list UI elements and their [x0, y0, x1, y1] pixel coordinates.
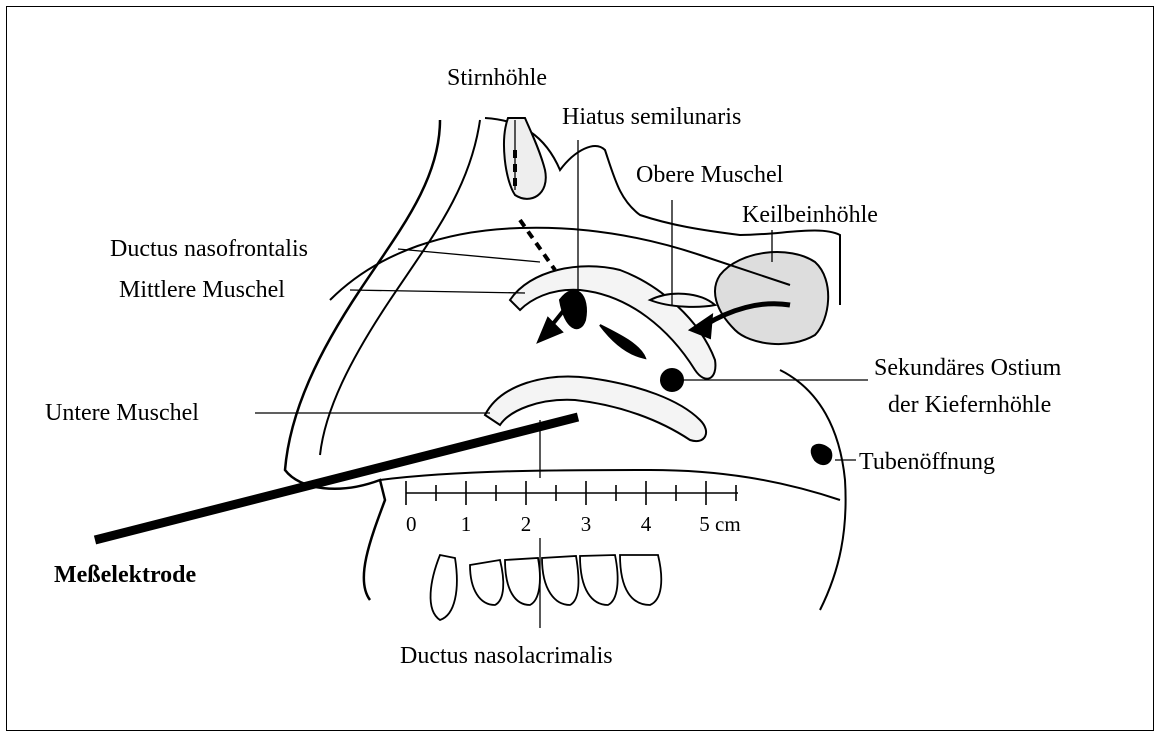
nose-outline — [285, 120, 440, 600]
label-messelektrode: Meßelektrode — [54, 562, 197, 588]
maxillary-ostium — [661, 369, 683, 391]
label-hiatus-semilunaris: Hiatus semilunaris — [562, 104, 741, 130]
label-mittlere-muschel: Mittlere Muschel — [119, 277, 285, 303]
label-obere-muschel: Obere Muschel — [636, 162, 784, 188]
label-keilbeinhoehle: Keilbeinhöhle — [742, 202, 878, 228]
ruler-tick-label: 5 cm — [699, 512, 740, 536]
label-tubenoeffnung: Tubenöffnung — [859, 449, 995, 475]
label-ductus-nasofrontalis: Ductus nasofrontalis — [110, 236, 308, 262]
nasopharynx-wall — [780, 370, 846, 610]
middle-turbinate — [510, 266, 715, 378]
ruler-ticks: 0 1 2 3 4 5 cm — [406, 481, 741, 536]
frontal-sinus — [504, 118, 546, 199]
label-der-kiefernhoehle: der Kiefernhöhle — [888, 392, 1051, 418]
label-stirnhoehle: Stirnhöhle — [447, 65, 547, 91]
anatomy-illustration — [285, 118, 846, 620]
ruler-tick-label: 0 — [406, 512, 417, 536]
tube-opening — [812, 445, 832, 464]
label-untere-muschel: Untere Muschel — [45, 400, 199, 426]
ruler-tick-label: 3 — [581, 512, 592, 536]
label-sekundaeres-ostium: Sekundäres Ostium — [874, 355, 1062, 381]
hard-palate — [380, 470, 840, 500]
ruler-tick-label: 1 — [461, 512, 472, 536]
messelektrode-probe — [95, 417, 578, 540]
label-ductus-nasolacrimalis: Ductus nasolacrimalis — [400, 643, 613, 669]
ruler-tick-label: 2 — [521, 512, 532, 536]
hiatus-arrowhead — [538, 318, 562, 342]
hiatus-dark — [600, 325, 645, 358]
teeth — [431, 555, 662, 620]
ruler-tick-label: 4 — [641, 512, 652, 536]
